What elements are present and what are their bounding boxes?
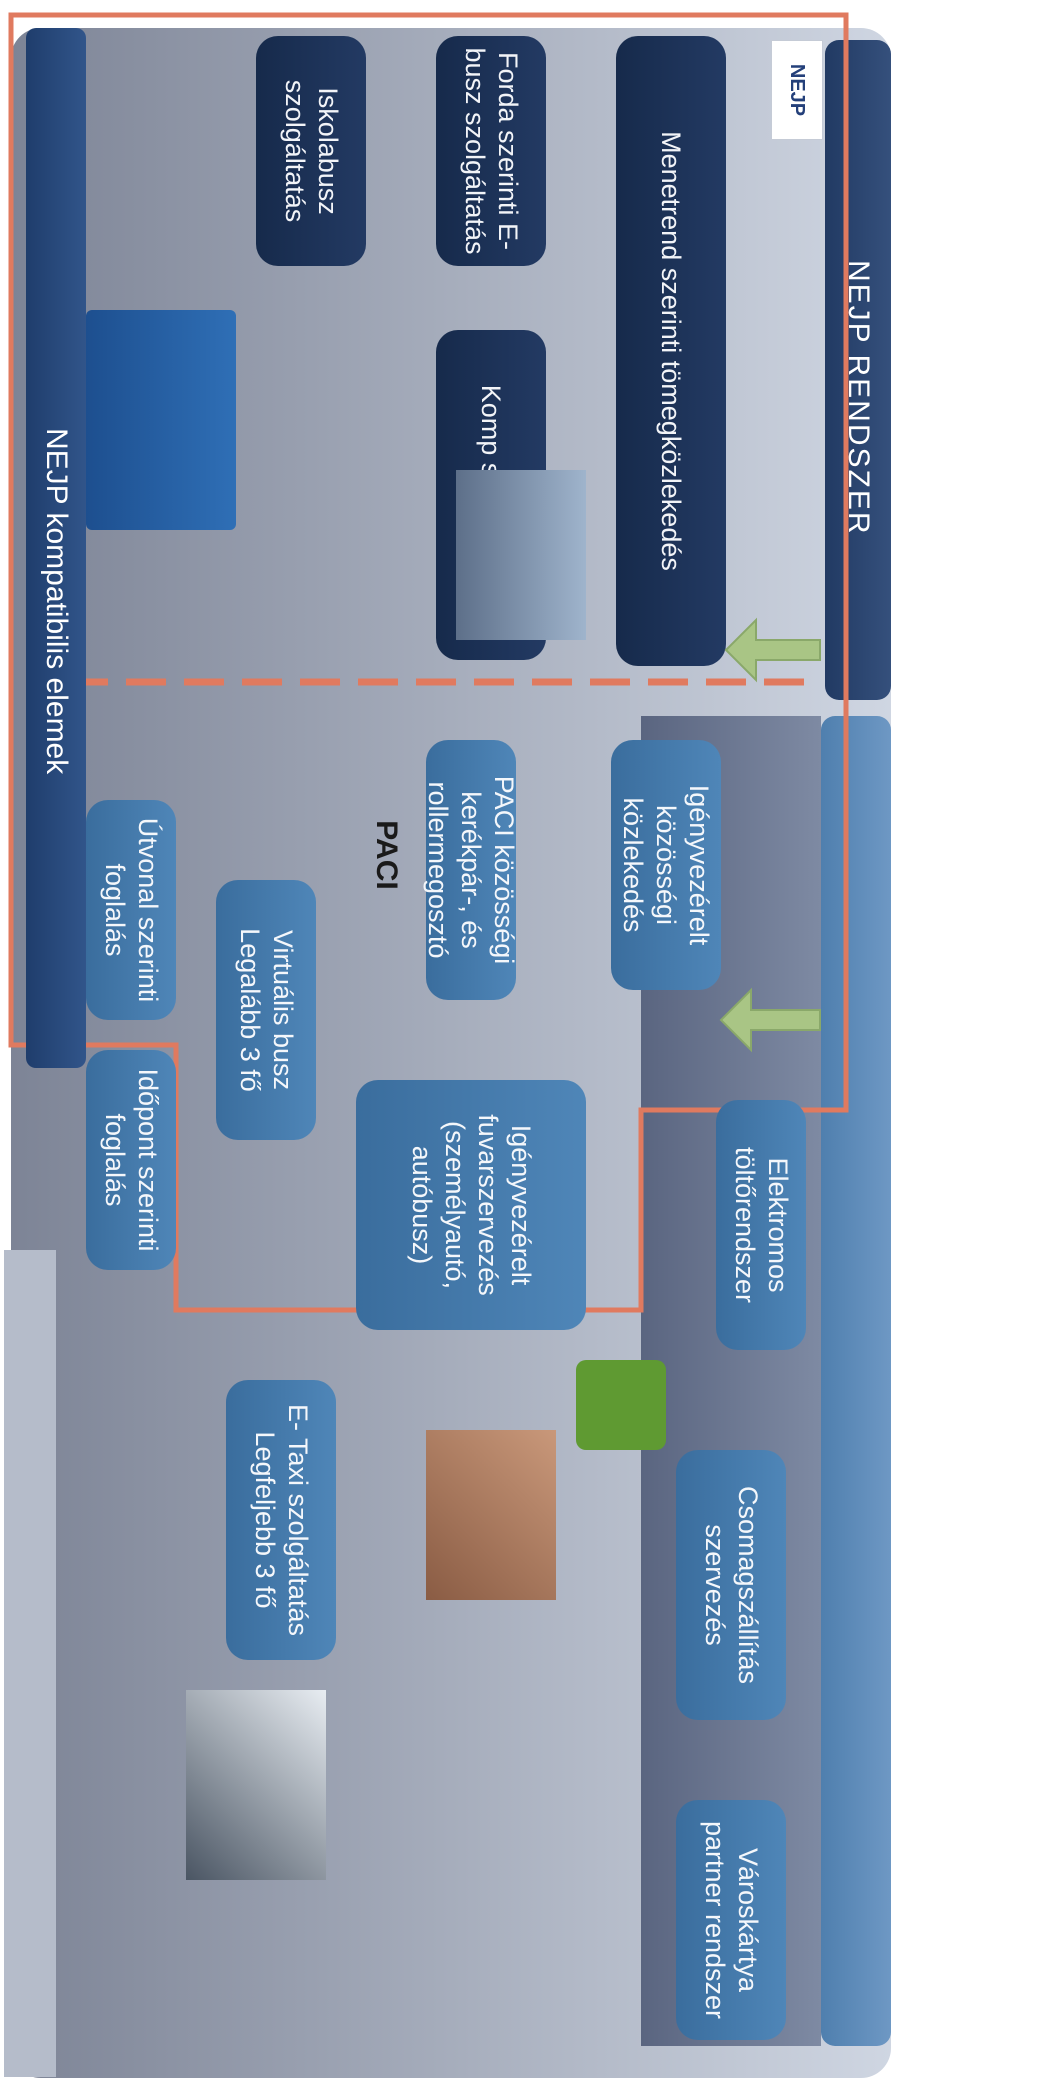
charging-box: Elektromos töltőrendszer bbox=[716, 1100, 806, 1350]
demand-dispatch-label: Igényvezérelt fuvarszervezés (személyaut… bbox=[407, 1114, 536, 1296]
route-booking-box: Útvonal szerinti foglalás bbox=[86, 800, 176, 1020]
nejp-system-label: NEJP RENDSZER bbox=[842, 260, 875, 536]
bus-photo bbox=[86, 310, 236, 530]
ebus-service-label: Forda szerinti E-busz szolgáltatás bbox=[460, 47, 523, 255]
virtual-bus-label: Virtuális busz Legalább 3 fő bbox=[235, 928, 298, 1092]
demand-public-box: Igényvezérelt közösségi közlekedés bbox=[611, 740, 721, 990]
nejp-logo: NEJP bbox=[771, 40, 823, 140]
parcel-photo bbox=[426, 1430, 556, 1600]
etaxi-box: E- Taxi szolgáltatás Legfeljebb 3 fő bbox=[226, 1380, 336, 1660]
nejp-logo-text: NEJP bbox=[786, 63, 809, 117]
ebus-service-box: Forda szerinti E-busz szolgáltatás bbox=[436, 36, 546, 266]
school-bus-box: Iskolabusz szolgáltatás bbox=[256, 36, 366, 266]
paci-logo: PACI bbox=[356, 795, 416, 915]
city-card-system-bar bbox=[821, 716, 891, 2046]
nejp-system-bar: NEJP RENDSZER bbox=[825, 40, 891, 700]
paci-logo-text: PACI bbox=[370, 820, 403, 890]
charging-photo bbox=[576, 1360, 666, 1450]
demand-dispatch-box: Igényvezérelt fuvarszervezés (személyaut… bbox=[356, 1080, 586, 1330]
time-booking-box: Időpont szerinti foglalás bbox=[86, 1050, 176, 1270]
charging-label: Elektromos töltőrendszer bbox=[730, 1146, 793, 1304]
time-booking-label: Időpont szerinti foglalás bbox=[100, 1068, 163, 1252]
etaxi-photo bbox=[186, 1690, 326, 1880]
partner-label: Városkártya partner rendszer bbox=[700, 1820, 763, 2020]
ferry-photo bbox=[456, 470, 586, 640]
paci-share-box: PACI közösségi kerékpár-, és rollermegos… bbox=[424, 740, 520, 1000]
etaxi-label: E- Taxi szolgáltatás Legfeljebb 3 fő bbox=[250, 1403, 313, 1637]
paci-share-label: PACI közösségi kerékpár-, és rollermegos… bbox=[423, 775, 520, 965]
city-card-system-label: VÁROSKÁRTYA RENDSZER bbox=[902, 1180, 938, 1621]
parcel-label: Csomagszállítás szervezés bbox=[700, 1485, 763, 1685]
scheduled-transport-label: Menetrend szerinti tömegközlekedés bbox=[656, 131, 687, 571]
partner-box: Városkártya partner rendszer bbox=[676, 1800, 786, 2040]
migration-bar-horizontal bbox=[81, 700, 251, 762]
compatible-label: NEJP kompatibilis elemek bbox=[40, 428, 73, 775]
compatible-bar: NEJP kompatibilis elemek bbox=[26, 28, 86, 1068]
demand-public-label: Igényvezérelt közösségi közlekedés bbox=[618, 784, 715, 946]
virtual-bus-box: Virtuális busz Legalább 3 fő bbox=[216, 880, 316, 1140]
scheduled-transport-box: Menetrend szerinti tömegközlekedés bbox=[616, 36, 726, 666]
route-booking-label: Útvonal szerinti foglalás bbox=[100, 817, 163, 1003]
school-bus-label: Iskolabusz szolgáltatás bbox=[280, 79, 343, 223]
parcel-box: Csomagszállítás szervezés bbox=[676, 1450, 786, 1720]
